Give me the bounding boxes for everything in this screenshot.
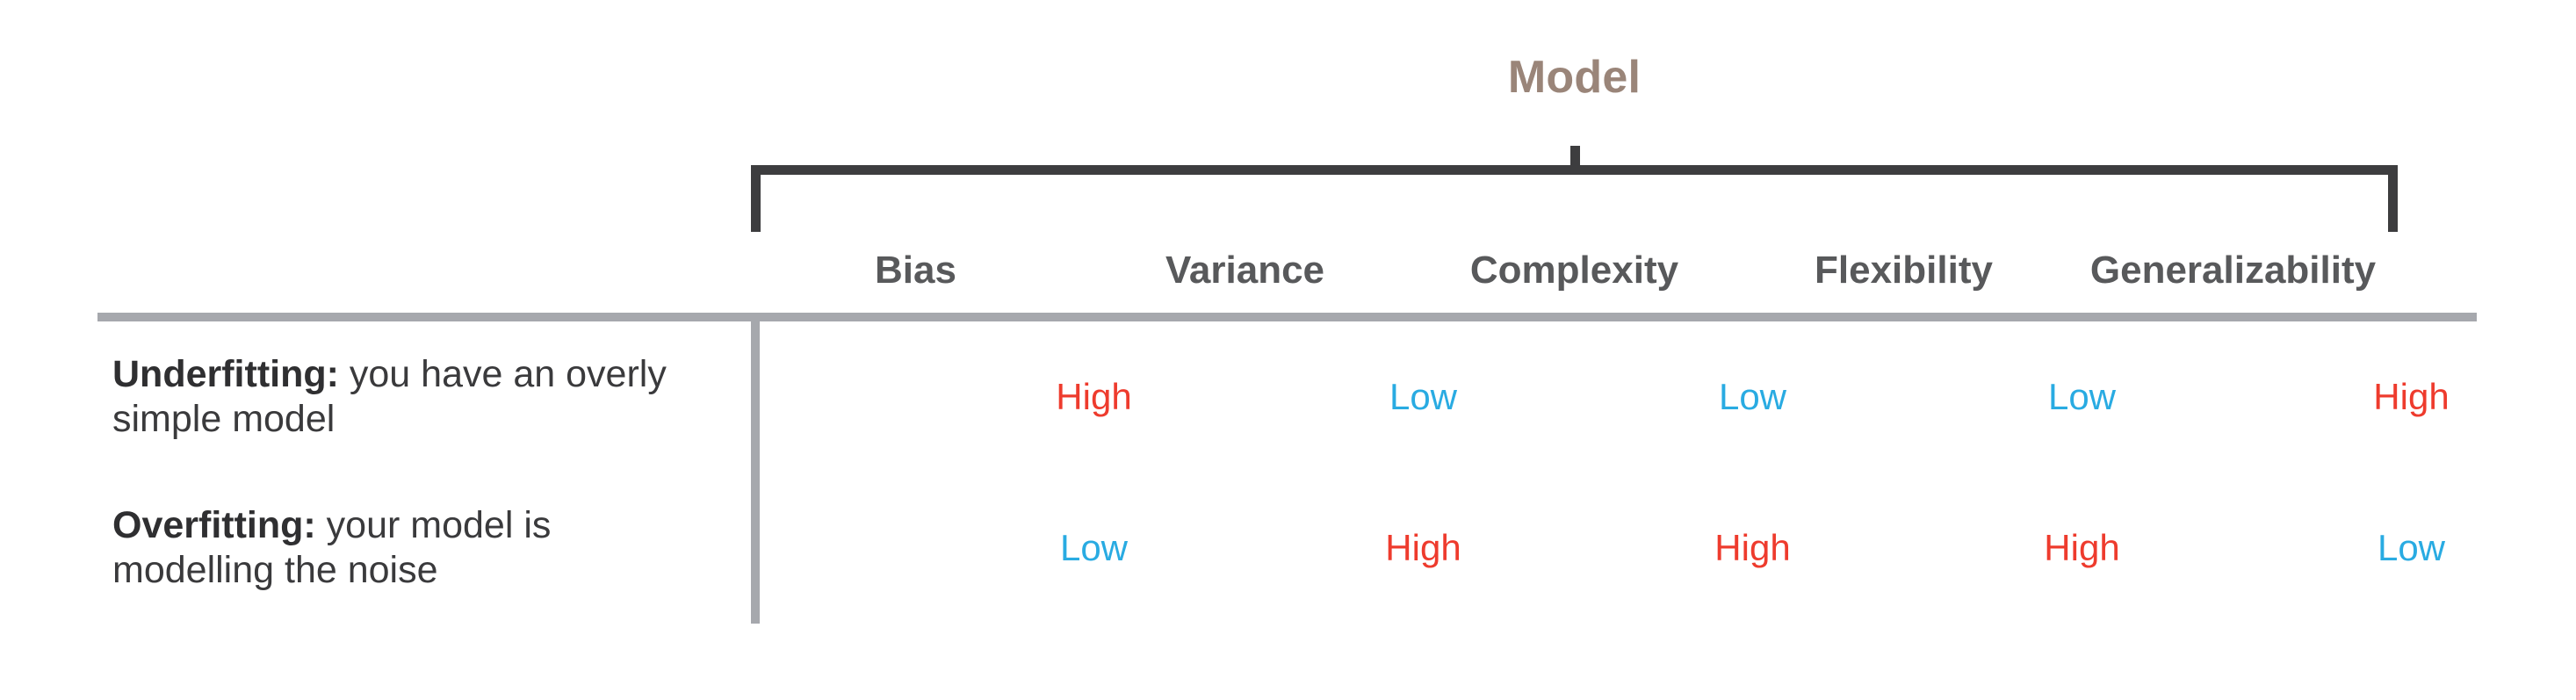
row-values-underfitting: High Low Low Low High (929, 379, 2576, 415)
column-header-complexity: Complexity (1469, 249, 1679, 292)
model-group-bracket (751, 146, 2398, 235)
cell-underfitting-generalizability: High (2373, 376, 2450, 417)
table-body: Underfitting: you have an overly simple … (0, 321, 2576, 624)
row-term-underfitting: Underfitting: (112, 353, 339, 396)
column-header-generalizability: Generalizability (2089, 249, 2377, 292)
table-row: Underfitting: you have an overly simple … (0, 321, 2576, 473)
column-header-flexibility: Flexibility (1815, 249, 1993, 292)
bracket-right-leg (2388, 165, 2398, 232)
group-title: Model (1507, 52, 1642, 103)
cell-overfitting-bias: Low (1059, 527, 1129, 568)
cell-overfitting-flexibility: High (2044, 527, 2120, 568)
column-header-row: Bias Variance Complexity Flexibility Gen… (751, 251, 2398, 304)
column-header-bias: Bias (875, 249, 956, 292)
cell-overfitting-generalizability: Low (2377, 527, 2446, 568)
row-term-overfitting: Overfitting: (112, 504, 316, 547)
table-row: Overfitting: your model is modelling the… (0, 473, 2576, 624)
cell-underfitting-flexibility: Low (2047, 376, 2117, 417)
label-column-divider-rule (751, 313, 760, 624)
bracket-center-tick (1569, 146, 1580, 167)
row-values-overfitting: Low High High High Low (929, 530, 2576, 566)
row-label-underfitting: Underfitting: you have an overly simple … (0, 352, 751, 441)
column-header-variance: Variance (1165, 249, 1325, 292)
row-description-underfitting: you have an overly simple model (112, 353, 667, 440)
cell-underfitting-complexity: Low (1718, 376, 1787, 417)
row-description-overfitting: your model is modelling the noise (112, 504, 552, 591)
row-label-overfitting: Overfitting: your model is modelling the… (0, 503, 751, 592)
bracket-horizontal-bar (751, 165, 2398, 175)
cell-overfitting-complexity: High (1714, 527, 1791, 568)
cell-underfitting-variance: Low (1389, 376, 1458, 417)
cell-overfitting-variance: High (1385, 527, 1461, 568)
cell-underfitting-bias: High (1056, 376, 1132, 417)
header-divider-rule (97, 313, 2477, 321)
bracket-left-leg (751, 165, 761, 232)
